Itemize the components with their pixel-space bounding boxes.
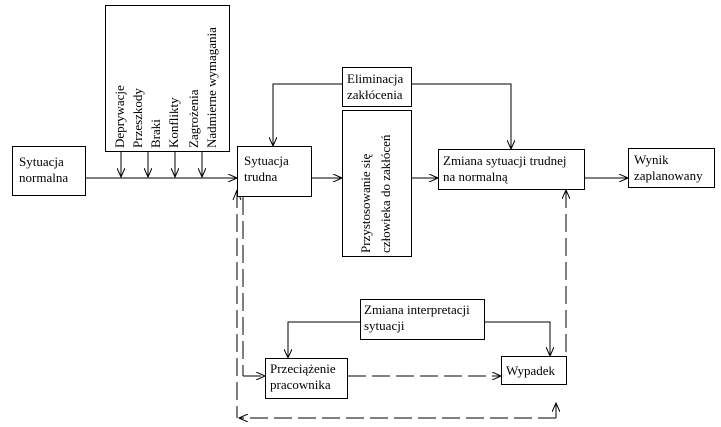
box-result-line1: Wynik xyxy=(634,152,669,167)
box-change: Zmiana sytuacji trudnej na normalną xyxy=(438,149,585,190)
box-adaptation: Przystosowanie się człowieka do zakłóceń xyxy=(342,110,412,257)
box-normal-line2: normalna xyxy=(19,170,69,185)
box-overload-line2: pracownika xyxy=(270,377,331,392)
box-overload: Przeciążenie pracownika xyxy=(265,358,348,399)
box-adaptation-line2: człowieka do zakłóceń xyxy=(378,134,393,253)
arrow-reinterpretation-to-accident xyxy=(485,321,550,356)
box-adaptation-line1: Przystosowanie się xyxy=(358,153,373,253)
box-accident-line1: Wypadek xyxy=(506,363,556,378)
box-change-line1: Zmiana sytuacji trudnej xyxy=(443,153,567,168)
box-difficult-line2: trudna xyxy=(244,169,278,184)
factor-label-1: Deprywacje xyxy=(112,85,127,148)
factors-frame xyxy=(105,5,230,152)
factor-label-3: Braki xyxy=(148,119,163,148)
box-reinterpretation: Zmiana interpretacji sytuacji xyxy=(360,299,485,340)
factor-label-2: Przeszkody xyxy=(130,88,145,148)
box-reinterpretation-line2: sytuacji xyxy=(364,318,405,333)
box-difficult-situation: Sytuacja trudna xyxy=(237,146,312,197)
box-elimination-line2: zakłócenia xyxy=(347,87,403,102)
box-accident: Wypadek xyxy=(501,356,567,385)
factor-label-4: Konflikty xyxy=(166,97,181,148)
box-reinterpretation-line1: Zmiana interpretacji xyxy=(364,302,470,317)
arrow-elimination-to-difficult xyxy=(273,83,342,146)
box-overload-line1: Przeciążenie xyxy=(270,361,336,376)
box-result-line2: zaplanowany xyxy=(634,168,703,183)
box-normal-situation: Sytuacja normalna xyxy=(12,146,86,196)
box-elimination: Eliminacja zakłócenia xyxy=(342,67,412,107)
box-difficult-line1: Sytuacja xyxy=(244,153,289,168)
factor-label-5: Zagrożenia xyxy=(186,89,201,148)
factor-label-6: Nadmierne wymagania xyxy=(204,27,219,148)
arrow-reinterpretation-to-overload xyxy=(288,321,360,358)
arrow-elimination-to-change xyxy=(412,83,511,149)
box-normal-line1: Sytuacja xyxy=(19,154,64,169)
box-change-line2: na normalną xyxy=(443,169,508,184)
box-result: Wynik zaplanowany xyxy=(628,148,715,188)
box-elimination-line1: Eliminacja xyxy=(347,71,404,86)
